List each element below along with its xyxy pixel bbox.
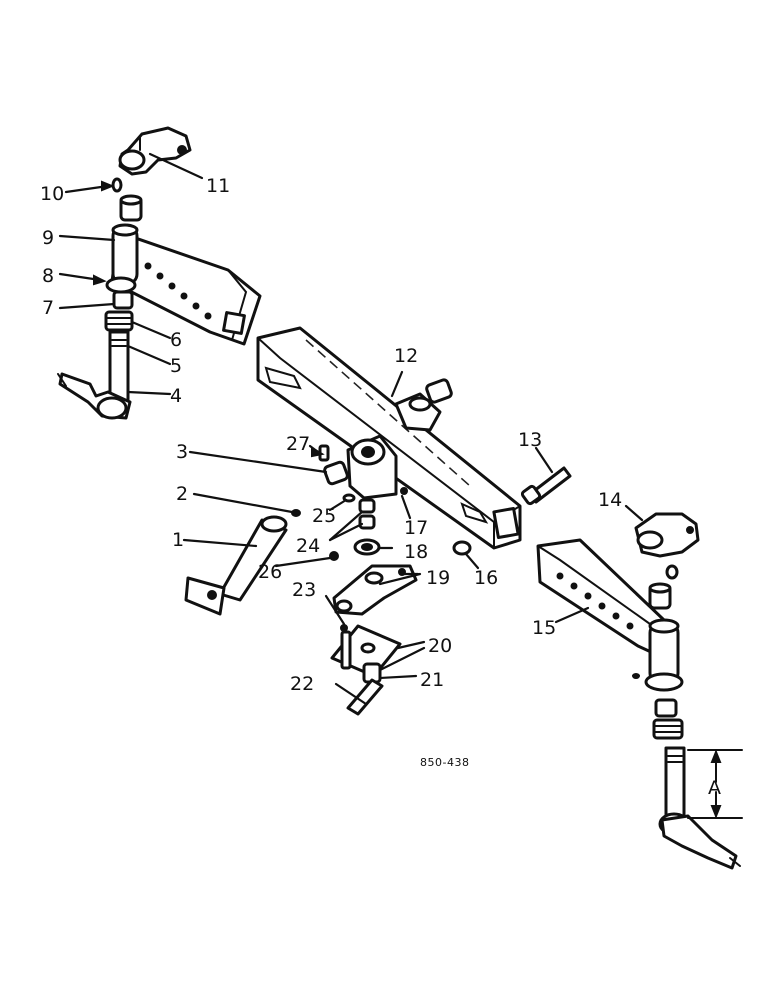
bushing-7 [112,290,134,310]
label-27: 27 [286,433,310,455]
clamp-14 [634,512,700,580]
plate-20 [330,624,402,678]
bushing-right-upper [648,582,672,610]
label-20: 20 [428,635,452,657]
label-18: 18 [404,541,428,563]
label-dimension-A: A [708,777,721,799]
link-22 [346,678,384,716]
figure-code: 850-438 [420,756,469,769]
nut-16 [452,540,472,556]
label-24: 24 [296,535,320,557]
label-25: 25 [312,505,336,527]
label-10: 10 [40,183,64,205]
label-13: 13 [518,429,542,451]
pin-23 [340,624,348,632]
main-axle-12 [256,326,522,550]
right-spindle-bushing [654,698,678,718]
beam-holes-right [556,572,634,630]
label-23: 23 [292,579,316,601]
pivot-shaft-1 [184,515,288,616]
label-14: 14 [598,489,622,511]
right-spindle-shaft [664,746,686,822]
label-26: 26 [258,561,282,583]
label-11: 11 [206,175,230,197]
bushing-3 [323,460,349,486]
label-21: 21 [420,669,444,691]
extension-beam-right [536,538,684,692]
label-8: 8 [42,265,54,287]
leader-lines [58,152,644,706]
pin-2 [291,509,301,517]
spring-6 [104,310,134,332]
steering-arm-19 [332,564,418,616]
label-9: 9 [42,227,54,249]
bushing-right-top [425,378,453,404]
bushings-24 [358,498,376,530]
label-22: 22 [290,673,314,695]
label-3: 3 [176,441,188,463]
label-19: 19 [426,567,450,589]
pin-10 [111,177,123,193]
label-6: 6 [170,329,182,351]
bushing-left-upper [119,194,143,222]
label-5: 5 [170,355,182,377]
callout-labels: 10 11 9 8 7 6 5 4 12 13 14 15 16 17 18 1… [40,175,721,799]
beam-holes-left [144,262,212,320]
label-2: 2 [176,483,188,505]
label-7: 7 [42,297,54,319]
label-4: 4 [170,385,182,407]
pin-13 [520,466,572,506]
dimension-A [687,749,743,819]
spindle-knuckle-4 [57,372,132,420]
clamp-11 [118,126,192,176]
label-15: 15 [532,617,556,639]
label-1: 1 [172,529,184,551]
right-spindle-spring [652,718,684,740]
label-17: 17 [404,517,428,539]
label-16: 16 [474,567,498,589]
washer-8 [105,276,137,294]
label-12: 12 [394,345,418,367]
bolt-17 [400,487,408,495]
right-spindle-knuckle [658,812,741,870]
washer-18 [353,538,381,556]
extension-beam-left [110,223,262,346]
pin-26 [329,551,339,561]
